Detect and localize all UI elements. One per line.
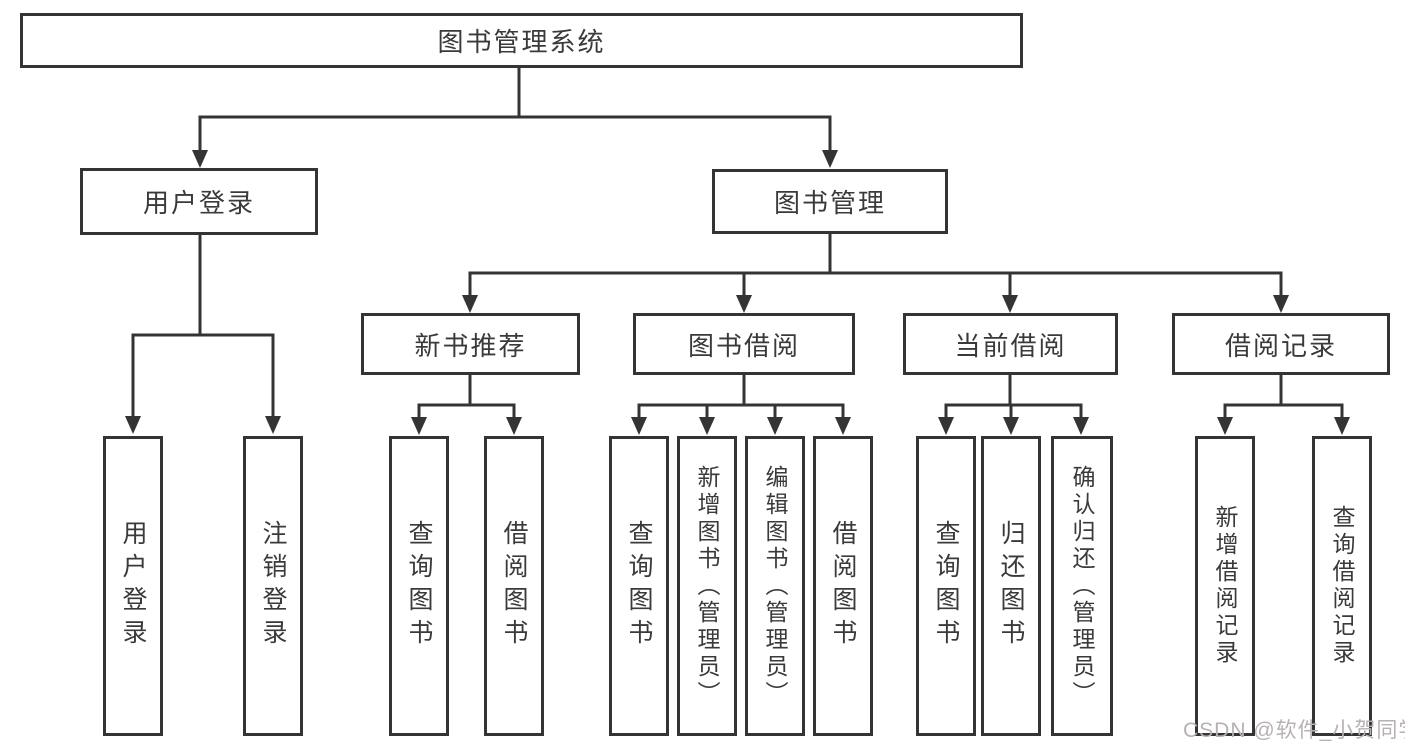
node-leaf-logout: 注销登录 xyxy=(243,436,303,736)
node-leaf-add-borrow-record: 新增借阅记录 xyxy=(1195,436,1255,736)
node-leaf-edit-books-admin: 编辑图书（管理员） xyxy=(745,436,805,736)
node-leaf-borrow-books-recommend: 借阅图书 xyxy=(484,436,544,736)
node-user-login-branch: 用户登录 xyxy=(80,168,318,235)
node-leaf-return-books: 归还图书 xyxy=(981,436,1041,736)
node-book-borrow: 图书借阅 xyxy=(633,313,855,375)
node-leaf-query-borrow-record: 查询借阅记录 xyxy=(1312,436,1372,736)
node-borrow-records: 借阅记录 xyxy=(1172,313,1390,375)
node-current-borrow: 当前借阅 xyxy=(903,313,1118,375)
node-leaf-query-books-borrow: 查询图书 xyxy=(609,436,669,736)
node-new-book-recommend: 新书推荐 xyxy=(361,313,580,375)
node-leaf-query-books-recommend: 查询图书 xyxy=(389,436,449,736)
node-leaf-query-books-current: 查询图书 xyxy=(916,436,976,736)
arrowhead-icons xyxy=(125,150,1350,435)
node-leaf-user-login: 用户登录 xyxy=(103,436,163,736)
node-book-management-branch: 图书管理 xyxy=(712,169,948,234)
node-leaf-add-books-admin: 新增图书（管理员） xyxy=(677,436,737,736)
node-leaf-confirm-return-admin: 确认归还（管理员） xyxy=(1051,436,1113,736)
node-library-management-system: 图书管理系统 xyxy=(20,13,1023,68)
csdn-watermark: CSDN @软件_小贺同学 xyxy=(1183,719,1405,742)
node-leaf-borrow-books: 借阅图书 xyxy=(813,436,873,736)
